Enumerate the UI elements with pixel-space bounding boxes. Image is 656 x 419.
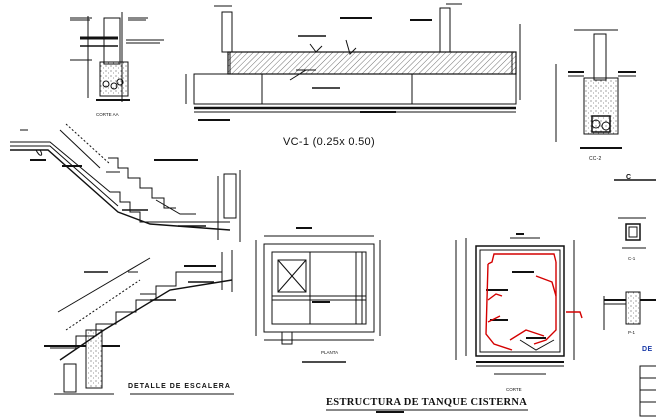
c1-p1-details (603, 179, 656, 417)
corte-label: CORTE (506, 387, 522, 392)
c1-label: C-1 (628, 256, 636, 261)
de-label: DE (642, 346, 653, 353)
detalle-escalera-label: DETALLE DE ESCALERA (128, 383, 231, 390)
stair-lower-section (44, 250, 233, 395)
drawing-title: ESTRUCTURA DE TANQUE CISTERNA (326, 397, 528, 408)
vc1-beam-label: VC-1 (0.25x 0.50) (283, 136, 375, 148)
title-underline (130, 361, 528, 413)
planta-label: PLANTA (321, 350, 339, 355)
corte-section (455, 233, 575, 375)
vc1-beam-elevation (185, 3, 521, 121)
p1-label: P-1 (628, 330, 636, 335)
corte-rebar-red (485, 253, 583, 351)
cc2-label: CC-2 (589, 156, 602, 162)
corte-aa-label: CORTE AA (96, 112, 119, 117)
c-cut-label: C (626, 174, 632, 181)
cc2-column-detail (555, 29, 636, 149)
stair-upper-section (10, 123, 241, 242)
corte-aa-detail (70, 12, 164, 102)
planta-plan (255, 227, 381, 345)
